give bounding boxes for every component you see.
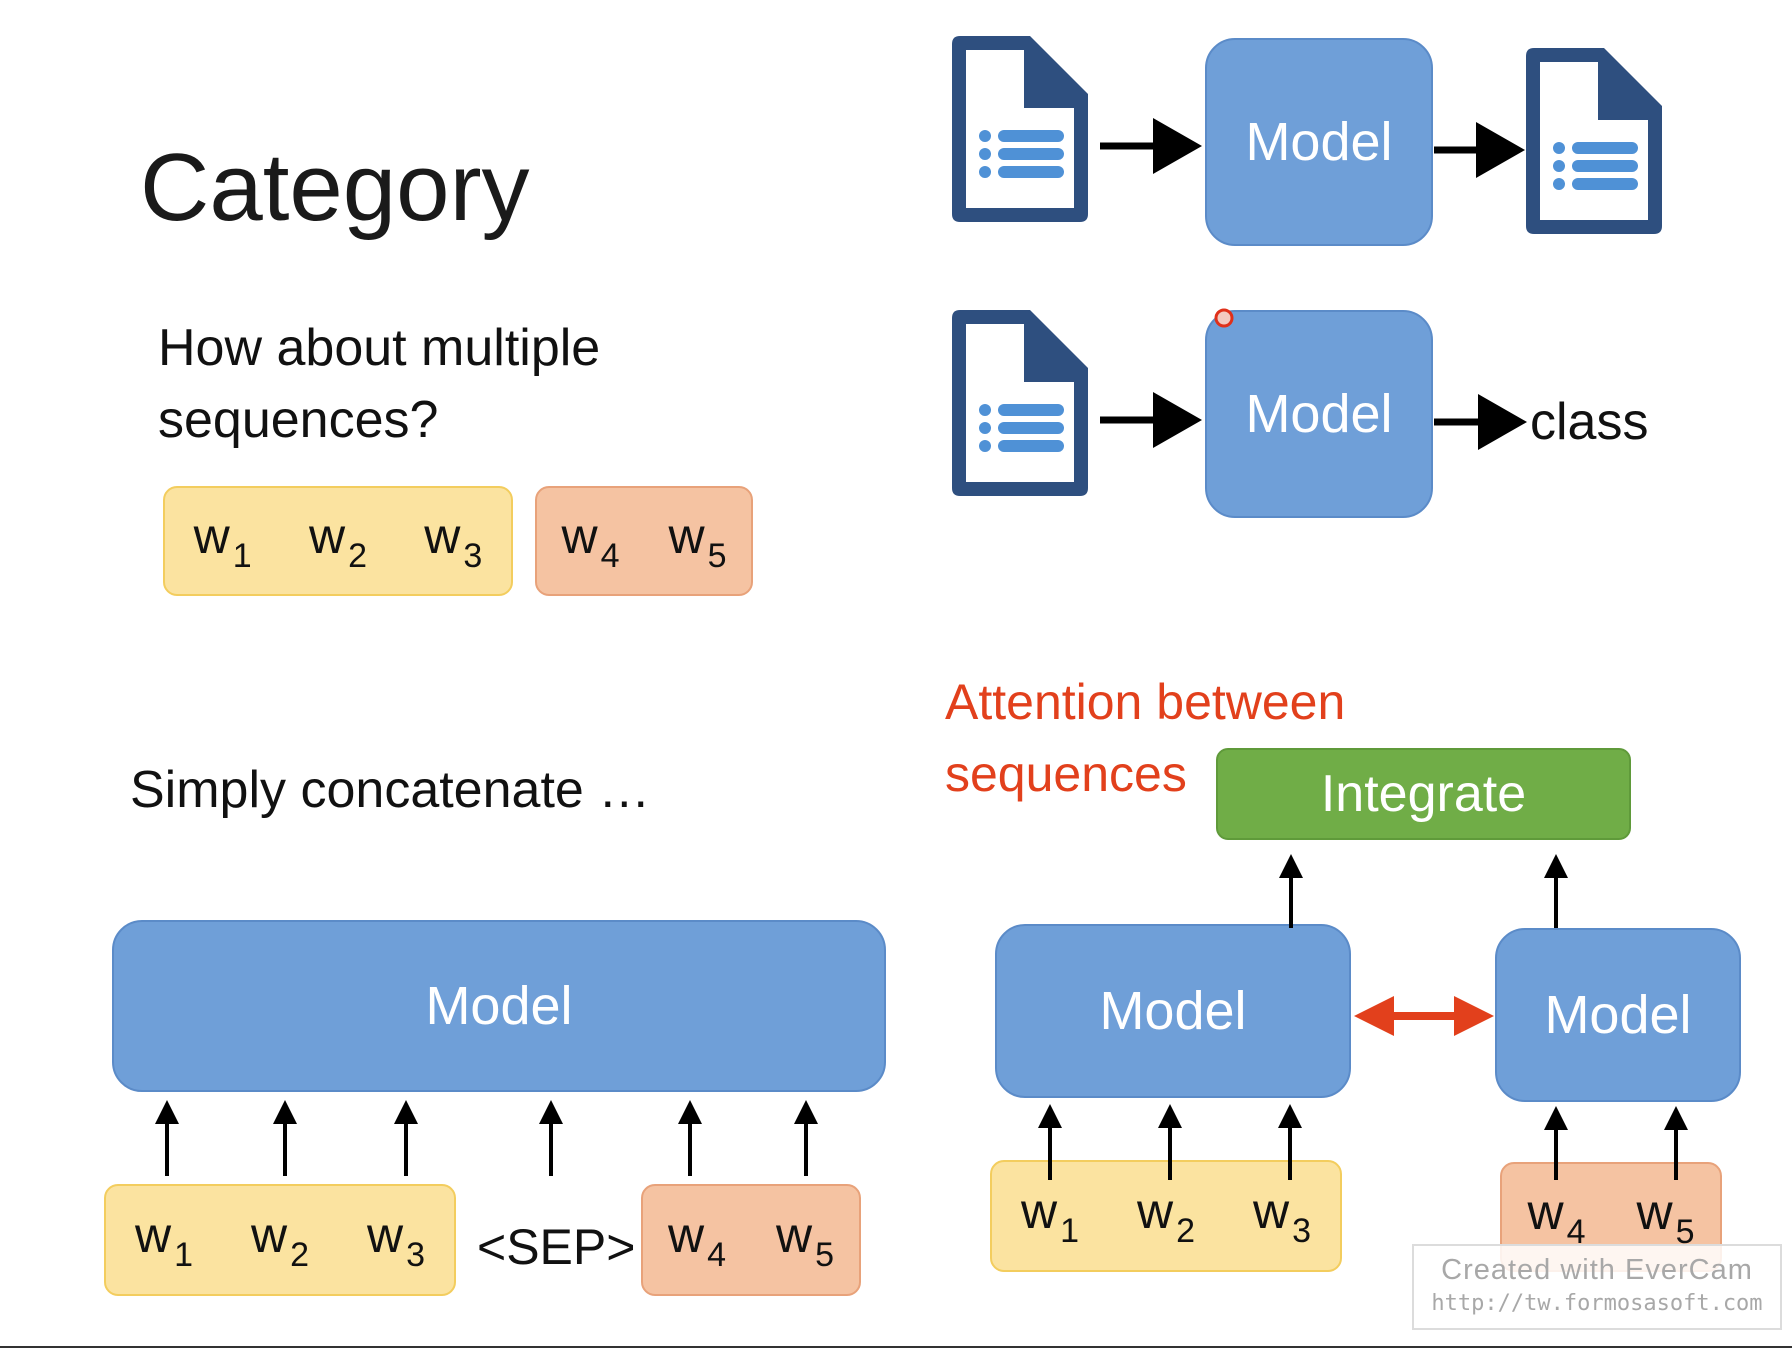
model-box-classify: Model (1205, 310, 1433, 518)
sequence-a-box: w1 w2 w3 (163, 486, 513, 596)
token-w1: w1 (1020, 1182, 1080, 1250)
attention-sequence-a-box: w1 w2 w3 (990, 1160, 1342, 1272)
cursor-marker-icon (1214, 308, 1234, 328)
input-document-icon (952, 36, 1088, 222)
input-document-icon-2 (952, 310, 1088, 496)
question-line-2: sequences? (158, 391, 439, 449)
class-label: class (1530, 393, 1649, 451)
sep-token: <SEP> (477, 1219, 636, 1275)
watermark-line-2: http://tw.formosasoft.com (1431, 1291, 1763, 1316)
attention-line-2: sequences (945, 746, 1187, 802)
token-w4: w4 (561, 507, 620, 575)
sequence-b-box: w4 w5 (535, 486, 753, 596)
bottom-border (0, 1346, 1792, 1348)
token-w5: w5 (775, 1206, 835, 1274)
token-w2: w2 (1136, 1182, 1196, 1250)
token-w1: w1 (193, 507, 252, 575)
token-w2: w2 (308, 507, 367, 575)
token-w3: w3 (1252, 1182, 1312, 1250)
token-w3: w3 (424, 507, 483, 575)
token-w5: w5 (668, 507, 727, 575)
output-document-icon (1526, 48, 1662, 234)
concat-sequence-b-box: w4 w5 (641, 1184, 861, 1296)
model-box-seq-b: Model (1495, 928, 1741, 1102)
token-w4: w4 (1527, 1183, 1586, 1251)
watermark: Created with EverCam http://tw.formosaso… (1412, 1244, 1782, 1330)
watermark-line-1: Created with EverCam (1441, 1254, 1753, 1286)
integrate-box: Integrate (1216, 748, 1631, 840)
question-text: How about multiple sequences? (158, 312, 718, 456)
token-w5: w5 (1636, 1183, 1695, 1251)
slide-title: Category (140, 134, 530, 241)
attention-label: Attention between sequences (945, 666, 1465, 810)
model-box-seq2seq: Model (1205, 38, 1433, 246)
token-w4: w4 (667, 1206, 727, 1274)
model-box-seq-a: Model (995, 924, 1351, 1098)
attention-line-1: Attention between (945, 674, 1346, 730)
concatenate-label: Simply concatenate … (130, 761, 651, 819)
concat-sequence-a-box: w1 w2 w3 (104, 1184, 456, 1296)
token-w1: w1 (134, 1206, 194, 1274)
token-w2: w2 (250, 1206, 310, 1274)
model-box-concat: Model (112, 920, 886, 1092)
question-line-1: How about multiple (158, 319, 601, 377)
token-w3: w3 (366, 1206, 426, 1274)
